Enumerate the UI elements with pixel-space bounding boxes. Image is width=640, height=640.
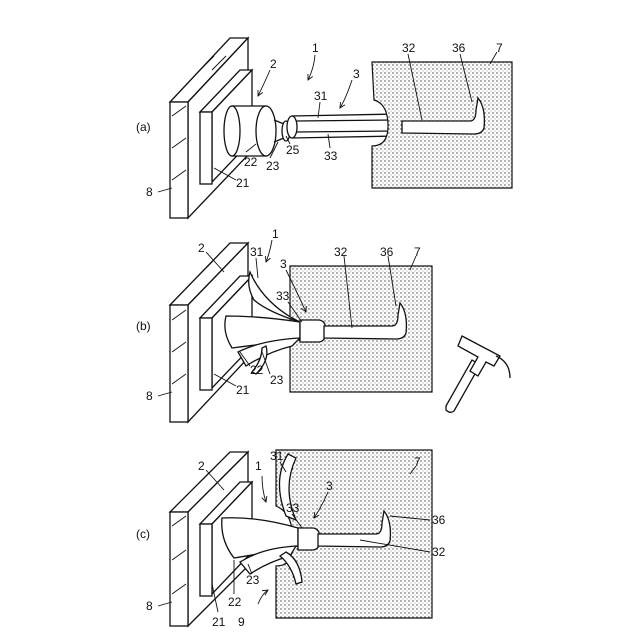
ref-1-b: 1: [272, 227, 279, 241]
leader-1-c: [262, 476, 266, 502]
ref-32-a: 32: [402, 41, 416, 55]
ref-3-b: 3: [280, 257, 287, 271]
ref-36-b: 36: [380, 245, 394, 259]
ref-23-a: 23: [266, 159, 280, 173]
sleeve-33: [300, 320, 326, 342]
ref-21-c: 21: [212, 615, 226, 629]
ref-25-a: 25: [286, 143, 300, 157]
sleeve-33: [298, 528, 320, 550]
panel-c: (c): [136, 449, 446, 629]
ref-2-a: 2: [270, 57, 277, 71]
panel-label-c: (c): [136, 527, 150, 541]
ref-36-a: 36: [452, 41, 466, 55]
ref-3-c: 3: [326, 479, 333, 493]
ref-2-c: 2: [198, 459, 205, 473]
ref-8-c: 8: [146, 599, 153, 613]
ref-22-b: 22: [250, 363, 264, 377]
ref-36-c: 36: [432, 513, 446, 527]
panel-label-b: (b): [136, 319, 151, 333]
ref-23-c: 23: [246, 573, 260, 587]
ref-7-c: 7: [414, 455, 421, 469]
ref-33-c: 33: [286, 501, 300, 515]
ref-23-b: 23: [270, 373, 284, 387]
sleeve-31: [287, 114, 404, 138]
ref-33-b: 33: [276, 289, 290, 303]
ref-8-b: 8: [146, 389, 153, 403]
leader-9-c: [258, 590, 268, 604]
ref-7-a: 7: [496, 41, 503, 55]
ref-32-b: 32: [334, 245, 348, 259]
ref-31-a: 31: [314, 89, 328, 103]
panel-b: (b): [136, 227, 510, 422]
ref-1-c: 1: [255, 459, 262, 473]
panel-a: (a): [136, 38, 512, 218]
ref-7-b: 7: [414, 245, 421, 259]
ref-32-c: 32: [432, 545, 446, 559]
ref-21-b: 21: [236, 383, 250, 397]
ref-33-a: 33: [324, 149, 338, 163]
ref-3-a: 3: [353, 67, 360, 81]
leader-31-b: [256, 258, 258, 278]
leader-3-a: [340, 80, 352, 108]
ref-31-c: 31: [270, 449, 284, 463]
ref-22-a: 22: [244, 155, 258, 169]
hammer-icon: [446, 336, 510, 412]
ref-31-b: 31: [250, 245, 264, 259]
ref-2-b: 2: [198, 241, 205, 255]
ref-21-a: 21: [236, 176, 250, 190]
ref-9-c: 9: [238, 615, 245, 629]
ref-22-c: 22: [228, 595, 242, 609]
panel-label-a: (a): [136, 120, 151, 134]
ref-1-a: 1: [312, 41, 319, 55]
ref-8-a: 8: [146, 185, 153, 199]
leader-1-a: [308, 55, 315, 80]
cylinder-body-22: [224, 106, 290, 156]
leader-1-b: [266, 240, 272, 262]
leader-2-a: [258, 70, 270, 96]
